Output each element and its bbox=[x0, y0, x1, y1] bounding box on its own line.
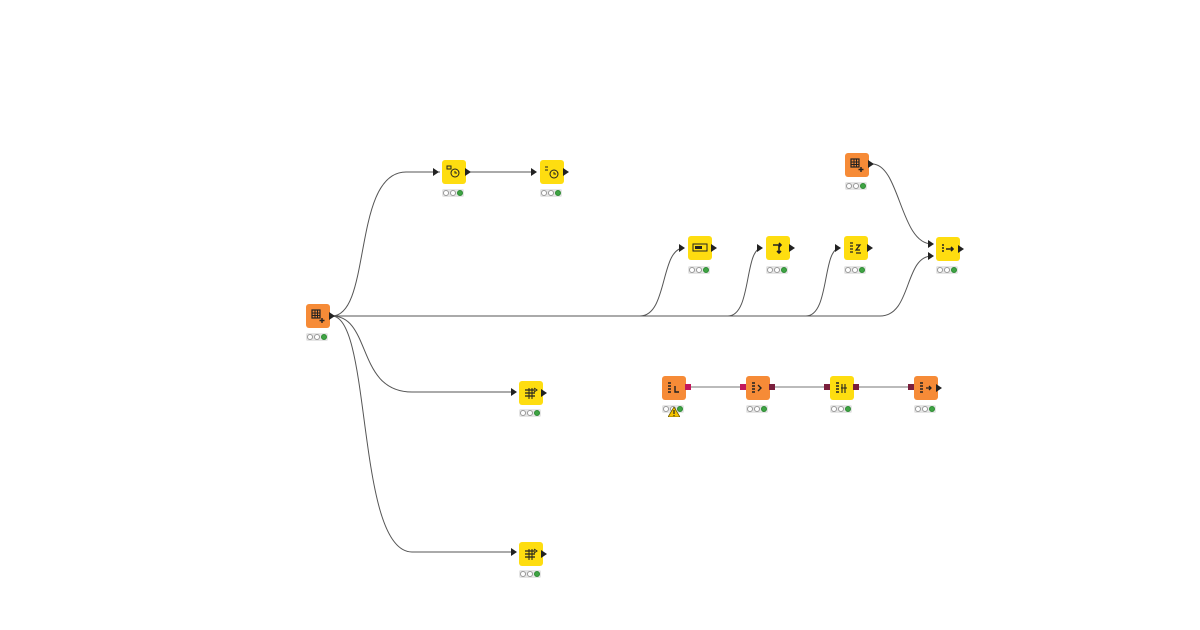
status-lights bbox=[830, 405, 852, 413]
column-filter-icon bbox=[692, 243, 708, 252]
row-filter-icon bbox=[525, 387, 538, 399]
status-lights bbox=[766, 266, 788, 274]
in-port[interactable] bbox=[679, 244, 687, 252]
node-db-table-selector[interactable] bbox=[746, 376, 770, 400]
date-time-icon bbox=[446, 165, 460, 178]
out-port[interactable] bbox=[563, 168, 571, 176]
out-port[interactable] bbox=[789, 244, 797, 252]
db-in-port[interactable] bbox=[908, 384, 914, 390]
db-out-port[interactable] bbox=[853, 384, 859, 390]
connection-edge bbox=[332, 247, 841, 317]
warning-icon[interactable] bbox=[668, 407, 680, 417]
status-lights bbox=[442, 189, 464, 197]
node-column-rename[interactable] bbox=[844, 236, 868, 260]
row-filter-icon bbox=[525, 548, 538, 560]
status-lights bbox=[519, 409, 541, 417]
db-row-filter-icon bbox=[836, 382, 847, 393]
node-date-time-1[interactable] bbox=[442, 160, 466, 184]
status-lights bbox=[844, 266, 866, 274]
node-table-creator[interactable] bbox=[306, 304, 330, 328]
node-sorter[interactable] bbox=[766, 236, 790, 260]
connection-edge bbox=[331, 171, 440, 317]
connection-edge bbox=[331, 315, 516, 393]
node-db-connector[interactable] bbox=[662, 376, 686, 400]
node-table-creator-2[interactable] bbox=[845, 153, 869, 177]
in-port[interactable] bbox=[757, 244, 765, 252]
db-reader-icon bbox=[920, 382, 932, 393]
db-out-port[interactable] bbox=[685, 384, 691, 390]
node-joiner[interactable] bbox=[936, 237, 960, 261]
connection-edge bbox=[332, 255, 933, 317]
in-port[interactable] bbox=[928, 252, 936, 260]
db-table-selector-icon bbox=[752, 382, 762, 393]
db-in-port[interactable] bbox=[824, 384, 830, 390]
out-port[interactable] bbox=[867, 244, 875, 252]
in-port[interactable] bbox=[531, 168, 539, 176]
connection-edge bbox=[332, 247, 685, 317]
out-port[interactable] bbox=[465, 168, 473, 176]
in-port[interactable] bbox=[835, 244, 843, 252]
out-port[interactable] bbox=[868, 160, 876, 168]
table-creator-icon bbox=[850, 158, 864, 172]
out-port[interactable] bbox=[958, 245, 966, 253]
date-time-shift-icon bbox=[545, 166, 559, 179]
joiner-icon bbox=[942, 244, 955, 252]
in-port[interactable] bbox=[928, 240, 936, 248]
in-port[interactable] bbox=[433, 168, 441, 176]
out-port[interactable] bbox=[329, 312, 337, 320]
status-lights bbox=[519, 570, 541, 578]
node-row-filter-a[interactable] bbox=[519, 381, 543, 405]
column-rename-icon bbox=[850, 242, 862, 254]
node-db-row-filter[interactable] bbox=[830, 376, 854, 400]
out-port[interactable] bbox=[711, 244, 719, 252]
status-lights bbox=[746, 405, 768, 413]
db-connector-icon bbox=[668, 382, 679, 393]
connection-edge bbox=[331, 315, 516, 553]
in-port[interactable] bbox=[511, 548, 519, 556]
table-creator-icon bbox=[311, 309, 325, 323]
out-port[interactable] bbox=[936, 384, 944, 392]
node-row-filter-b[interactable] bbox=[519, 542, 543, 566]
status-lights bbox=[914, 405, 936, 413]
in-port[interactable] bbox=[511, 388, 519, 396]
out-port[interactable] bbox=[541, 389, 549, 397]
out-port[interactable] bbox=[541, 550, 549, 558]
sorter-icon bbox=[773, 242, 783, 255]
node-db-reader[interactable] bbox=[914, 376, 938, 400]
node-column-filter[interactable] bbox=[688, 236, 712, 260]
node-date-time-2[interactable] bbox=[540, 160, 564, 184]
status-lights bbox=[936, 266, 958, 274]
status-lights bbox=[540, 189, 562, 197]
status-lights bbox=[845, 182, 867, 190]
status-lights bbox=[688, 266, 710, 274]
db-in-port[interactable] bbox=[740, 384, 746, 390]
connection-edge bbox=[871, 163, 933, 245]
db-out-port[interactable] bbox=[769, 384, 775, 390]
status-lights bbox=[306, 333, 328, 341]
connection-edge bbox=[332, 247, 763, 317]
